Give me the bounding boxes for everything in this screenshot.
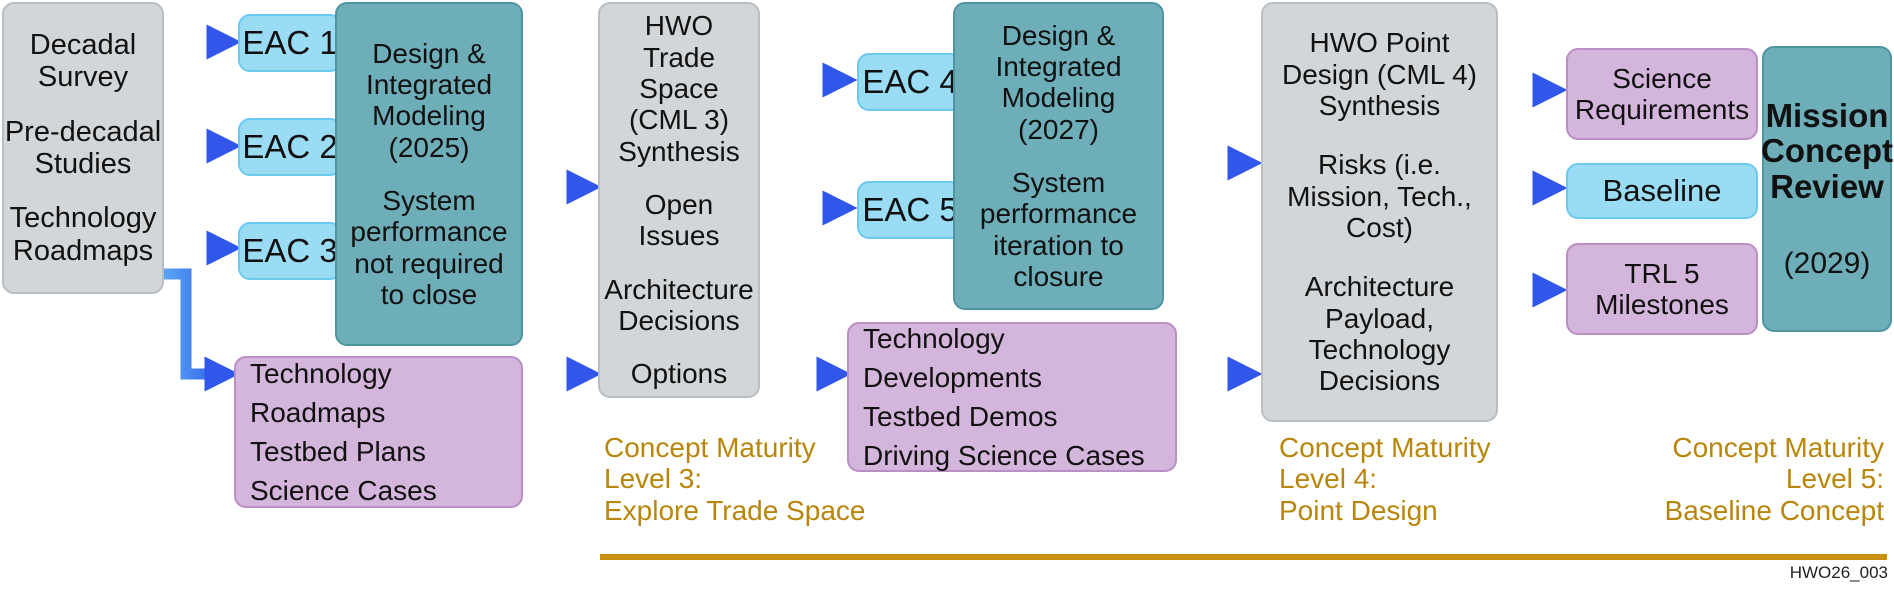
input-decadal-survey: Decadal Survey: [29, 28, 137, 94]
trade-space-title: HWO Trade Space (CML 3) Synthesis: [618, 10, 740, 167]
design-modeling-2027-title: Design & Integrated Modeling (2027): [995, 19, 1122, 145]
trade-space-box: HWO Trade Space (CML 3) Synthesis Open I…: [598, 2, 760, 398]
mission-concept-review-year: (2029): [1783, 246, 1871, 280]
cml3-line1: Concept Maturity: [604, 432, 816, 463]
cml5-line1: Concept Maturity: [1672, 432, 1884, 463]
eac-2-box: EAC 2: [238, 118, 342, 176]
eac-4-label: EAC 4: [862, 62, 958, 100]
cml5-line3: Baseline Concept: [1664, 494, 1884, 526]
eac-4-box: EAC 4: [857, 53, 963, 111]
technology-roadmaps-box: Technology Roadmaps Testbed Plans Scienc…: [234, 356, 523, 508]
input-predecadal-studies: Pre-decadal Studies: [4, 115, 162, 180]
point-design-risks: Risks (i.e. Mission, Tech., Cost): [1287, 149, 1472, 243]
design-modeling-2025-title: Design & Integrated Modeling (2025): [365, 37, 493, 163]
inputs-box: Decadal Survey Pre-decadal Studies Techn…: [2, 2, 164, 294]
trade-space-open-issues: Open Issues: [638, 189, 720, 252]
science-requirements-box: Science Requirements: [1566, 48, 1758, 140]
science-requirements-label: Science Requirements: [1574, 62, 1750, 125]
cml5-line2: Level 5:: [1785, 463, 1884, 495]
cml3-line3: Explore Trade Space: [604, 494, 866, 526]
point-design-box: HWO Point Design (CML 4) Synthesis Risks…: [1261, 2, 1498, 422]
eac-1-box: EAC 1: [238, 14, 342, 72]
cml4-label: Concept Maturity Level 4: Point Design: [1279, 432, 1491, 526]
baseline-box: Baseline: [1566, 163, 1758, 219]
design-modeling-2025-box: Design & Integrated Modeling (2025) Syst…: [335, 2, 523, 346]
technology-developments-box: Technology Developments Testbed Demos Dr…: [847, 322, 1177, 472]
trl5-milestones-box: TRL 5 Milestones: [1566, 243, 1758, 335]
trl5-milestones-label: TRL 5 Milestones: [1595, 257, 1729, 320]
mission-concept-review-title: Mission Concept Review: [1761, 96, 1893, 206]
cml4-line1: Concept Maturity: [1279, 432, 1491, 463]
tech2-testbed-demos: Testbed Demos: [863, 401, 1058, 432]
cml3-line2: Level 3:: [604, 463, 703, 495]
point-design-architecture: Architecture Payload, Technology Decisio…: [1304, 271, 1455, 397]
trade-space-architecture-decisions: Architecture Decisions: [604, 273, 754, 337]
trade-space-options: Options: [630, 358, 728, 390]
tech1-science-cases: Science Cases: [250, 475, 437, 507]
eac-1-label: EAC 1: [242, 23, 338, 61]
mission-concept-review-box: Mission Concept Review (2029): [1761, 46, 1893, 332]
cml4-line2: Level 4:: [1279, 463, 1378, 495]
eac-5-label: EAC 5: [862, 190, 958, 228]
design-modeling-2025-body: System performance not required to close: [350, 185, 508, 311]
tech2-driving-science-cases: Driving Science Cases: [863, 440, 1145, 472]
design-modeling-2027-box: Design & Integrated Modeling (2027) Syst…: [953, 2, 1164, 310]
tech1-roadmaps: Technology Roadmaps: [250, 357, 392, 428]
eac-5-box: EAC 5: [857, 181, 963, 239]
cml4-line3: Point Design: [1279, 494, 1438, 526]
figure-id: HWO26_003: [1789, 563, 1888, 582]
input-technology-roadmaps: Technology Roadmaps: [9, 202, 157, 267]
arrow-roadmaps-tech1: [163, 268, 240, 392]
design-modeling-2027-body: System performance iteration to closure: [979, 167, 1138, 293]
tech1-testbed-plans: Testbed Plans: [250, 436, 426, 467]
eac-2-label: EAC 2: [242, 127, 338, 165]
point-design-title: HWO Point Design (CML 4) Synthesis: [1281, 27, 1477, 121]
tech2-developments: Technology Developments: [863, 322, 1042, 393]
cml5-label: Concept Maturity Level 5: Baseline Conce…: [1665, 432, 1884, 526]
eac-3-label: EAC 3: [242, 231, 338, 269]
eac-3-box: EAC 3: [238, 222, 342, 280]
baseline-label: Baseline: [1602, 172, 1722, 208]
cml3-label: Concept Maturity Level 3: Explore Trade …: [604, 432, 866, 526]
